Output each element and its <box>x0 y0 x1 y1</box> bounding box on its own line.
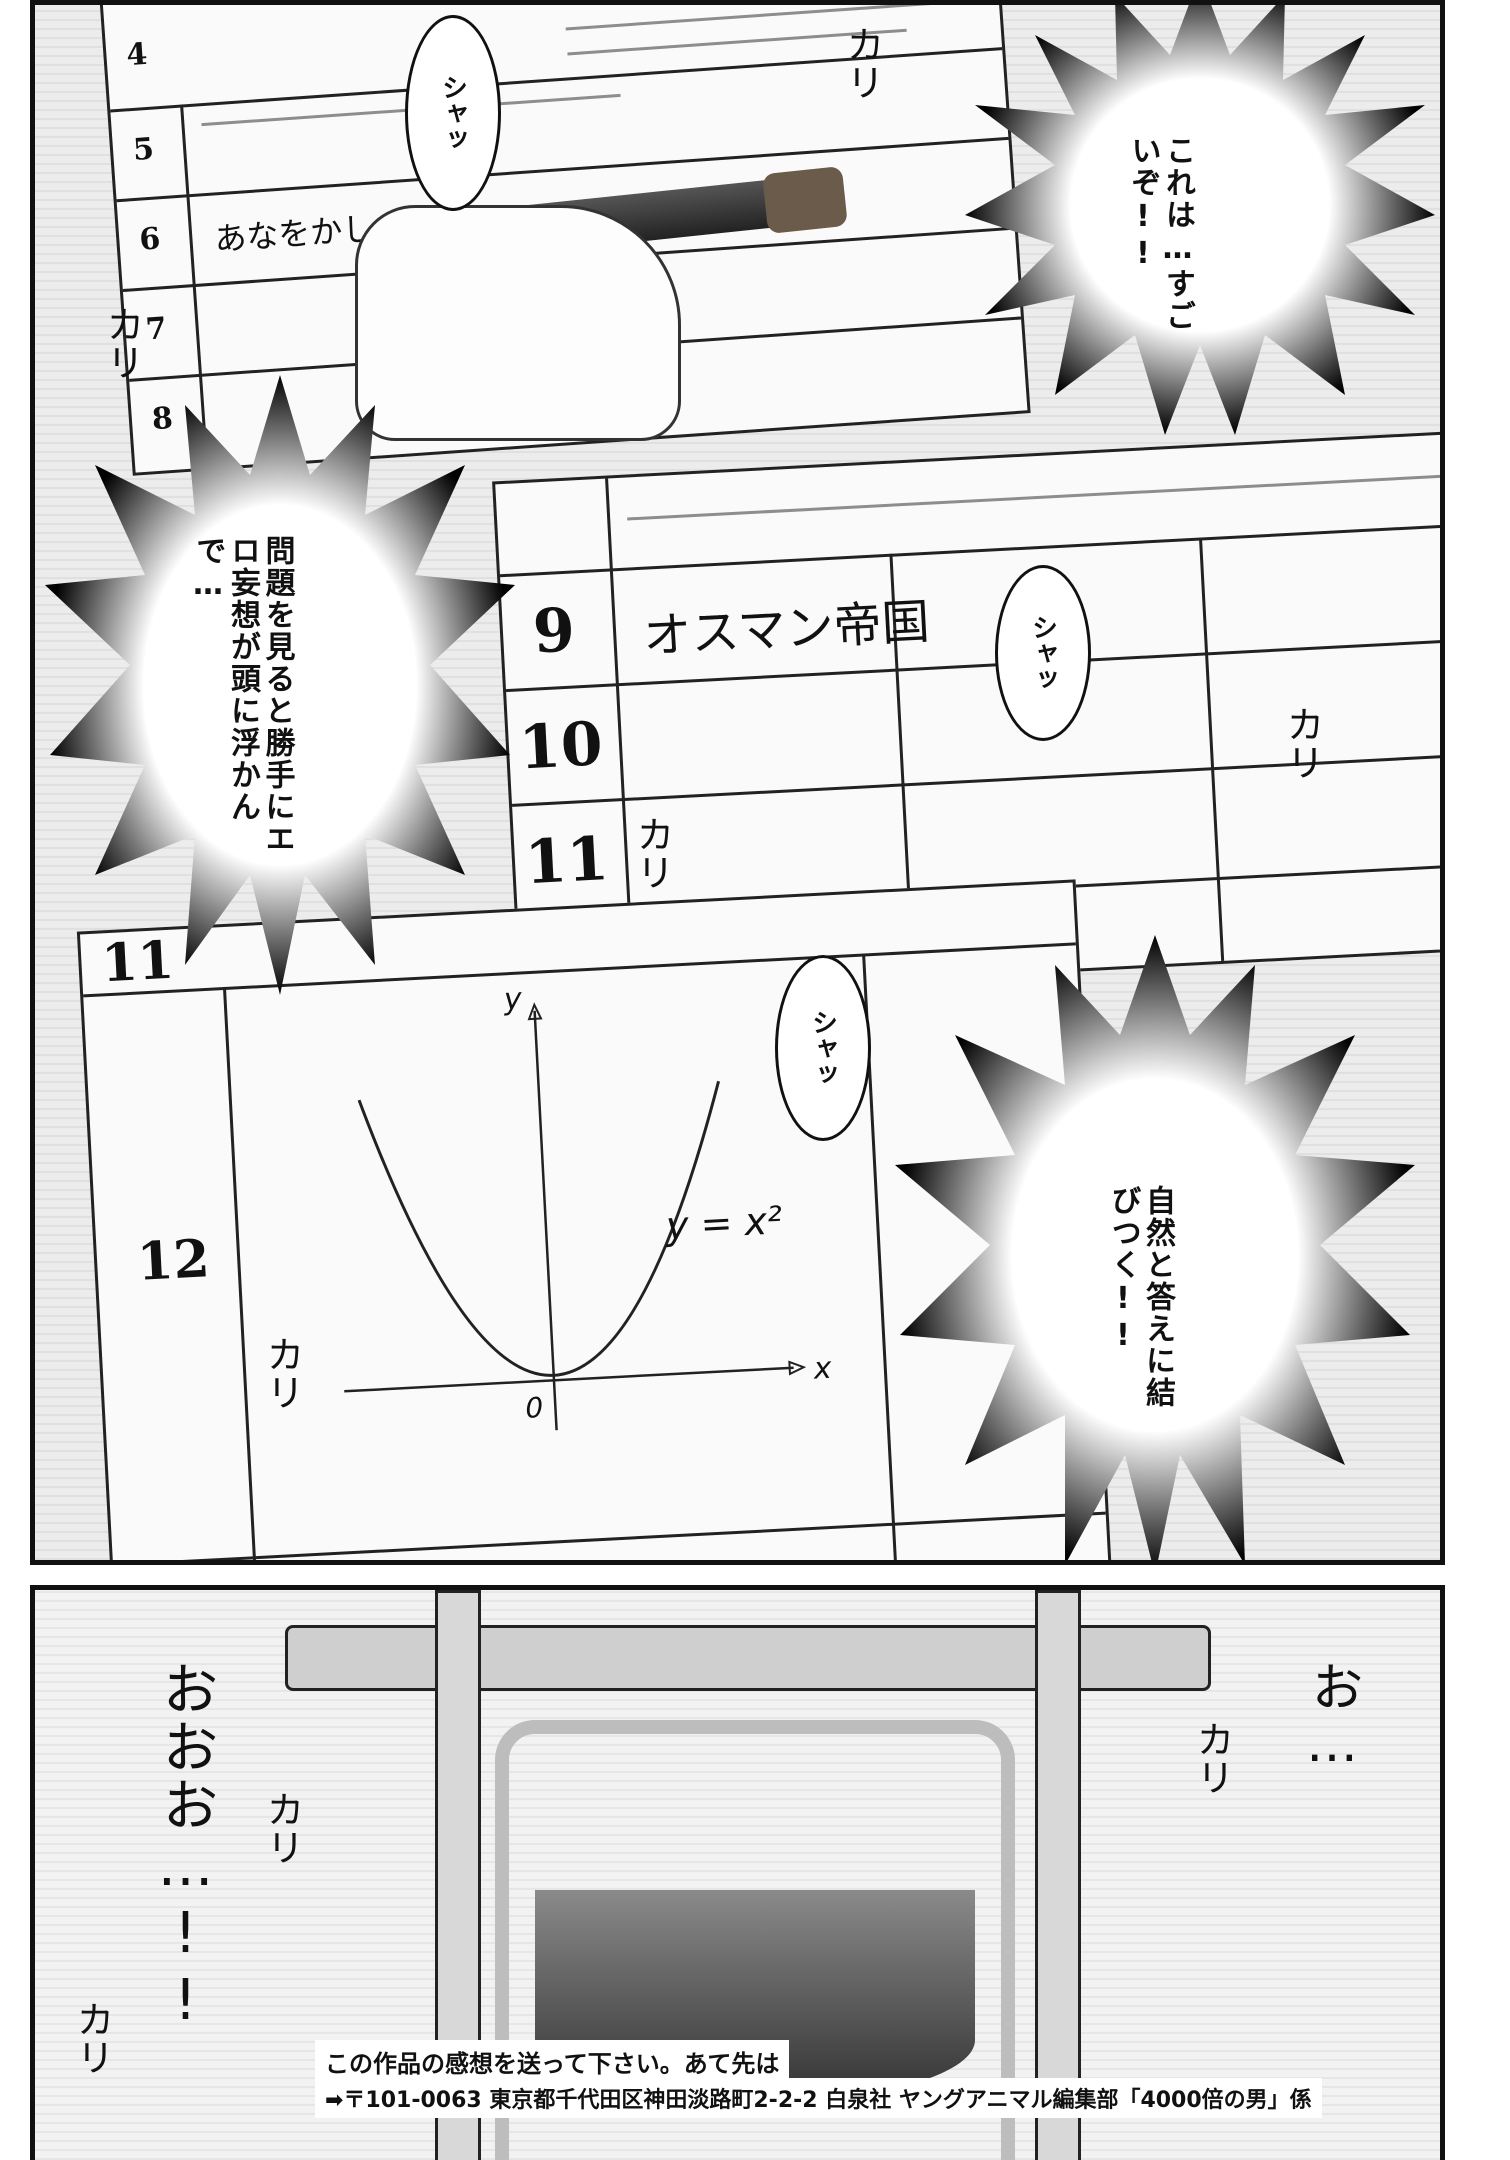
parabola-graph <box>344 1002 807 1431</box>
burst-text-left-middle: 問題を見ると勝手にエロ妄想が頭に浮かんで… <box>190 535 295 855</box>
question-number-4: 4 <box>125 36 149 74</box>
burst-text-top-right: これは…すごいぞ!! <box>1125 135 1196 332</box>
burst-right-lower <box>895 935 1415 1560</box>
handwritten-answer-9: オスマン帝国 <box>641 593 932 665</box>
question-number-10: 10 <box>517 709 605 784</box>
handwritten-answer-6: あなをかし <box>213 209 376 259</box>
kari-sfx-5: カリ <box>260 1335 304 1411</box>
question-number-11: 11 <box>523 823 611 899</box>
answer-sheet-lower: 11 12 13 y x 0 y = x² <box>76 879 1114 1560</box>
shout-right: お… <box>1302 1660 1362 1776</box>
shat-bubble-middle: シャッ <box>995 565 1091 741</box>
bottom-panel: おおお…!! お… カリ カリ カリ この作品の感想を送って下さい。あて先は ➡… <box>30 1585 1445 2160</box>
footer-line-1: この作品の感想を送って下さい。あて先は <box>315 2040 790 2083</box>
burst-left-middle <box>45 375 515 995</box>
kari-sfx-3: カリ <box>1280 705 1324 781</box>
burst-text-right-lower: 自然と答えに結びつく!! <box>1105 1185 1176 1409</box>
kari-sfx-7: カリ <box>1190 1720 1234 1796</box>
question-number-6: 6 <box>138 221 162 258</box>
chair-frame <box>495 1720 1015 2160</box>
kari-sfx-4: カリ <box>630 815 674 891</box>
formula-label: y = x² <box>664 1198 784 1249</box>
question-number-9: 9 <box>531 595 577 668</box>
shat-bubble-lower: シャッ <box>775 955 871 1141</box>
question-number-12: 12 <box>135 1228 212 1293</box>
kari-sfx-6: カリ <box>260 1790 304 1866</box>
desk-leg-right <box>1035 1590 1081 2160</box>
kari-sfx-8: カリ <box>70 2000 114 2076</box>
shout-left: おおお…!! <box>153 1660 218 2035</box>
kari-sfx-2: カリ <box>100 305 144 381</box>
hand <box>355 205 681 441</box>
pencil-eraser <box>762 165 848 235</box>
top-panel: 4 5 6 7 8 あなをかし 9 10 11 オスマン帝国 <box>30 0 1445 1565</box>
footer-line-2: ➡〒101-0063 東京都千代田区神田淡路町2-2-2 白泉社 ヤングアニマル… <box>315 2078 1322 2118</box>
question-number-5: 5 <box>131 131 156 168</box>
axis-label-x: x <box>812 1350 833 1387</box>
kari-sfx-1: カリ <box>840 25 884 101</box>
shat-bubble-top: シャッ <box>405 15 501 211</box>
origin-label: 0 <box>524 1390 545 1425</box>
burst-top-right <box>965 5 1435 435</box>
